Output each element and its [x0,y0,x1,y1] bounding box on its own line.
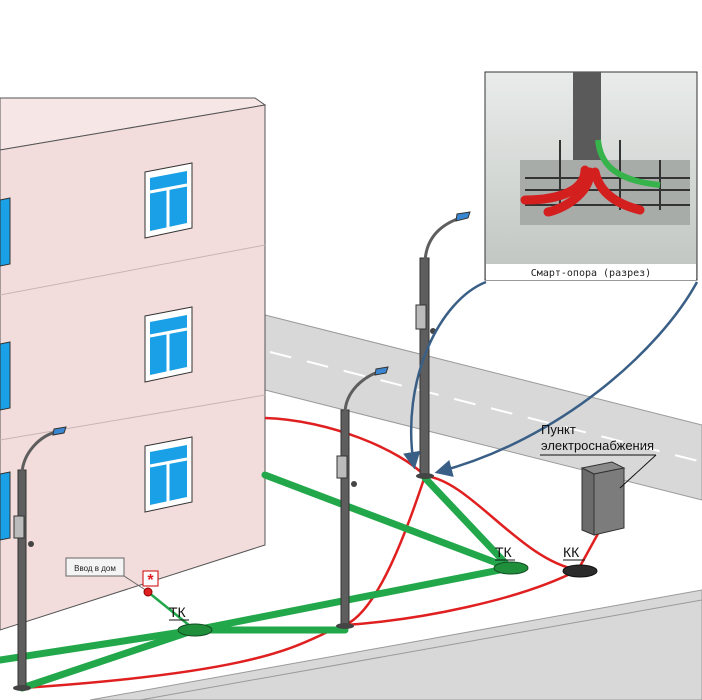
window [0,341,11,411]
green-telecom-cables [0,471,514,692]
manhole-icon [562,564,598,578]
floor-line [0,244,266,296]
asterisk-box [142,570,159,587]
inset-green-pipe [595,139,661,188]
tk-label: ТК [169,604,187,620]
power-cabinet-icon [580,461,626,536]
manhole-icon [493,561,529,575]
house-input-box [65,557,125,577]
power-point-label: Пункт [541,422,576,437]
house-input-point [143,587,153,597]
leader-line [123,575,148,592]
house-input-label: Ввод в дом [74,564,116,573]
building [0,97,267,631]
tk-label: ТК [495,544,513,560]
building-facade [0,104,266,631]
manhole-icon [177,623,213,637]
power-point-label: электроснабжения [541,438,654,453]
floor-line [0,394,266,441]
inset-red-pipes [520,165,645,217]
inset-panel: Смарт-опора (разрез) [484,71,698,281]
window [144,306,193,383]
kk-label: КК [563,544,580,560]
inset-caption: Смарт-опора (разрез) [531,268,651,279]
arrow-icon [434,281,699,477]
leader-line [619,454,657,489]
asterisk-icon: * [147,572,154,589]
window [144,436,193,513]
smart-pole-icon [336,366,389,629]
road-lower [89,589,702,700]
arrow-icon [403,280,487,470]
road-lower-curb [139,599,702,700]
window [0,471,11,541]
window [0,197,11,267]
red-power-cable [344,568,579,627]
smart-pole-icon [415,211,471,479]
window [144,162,193,239]
smart-pole-icon [13,426,67,691]
